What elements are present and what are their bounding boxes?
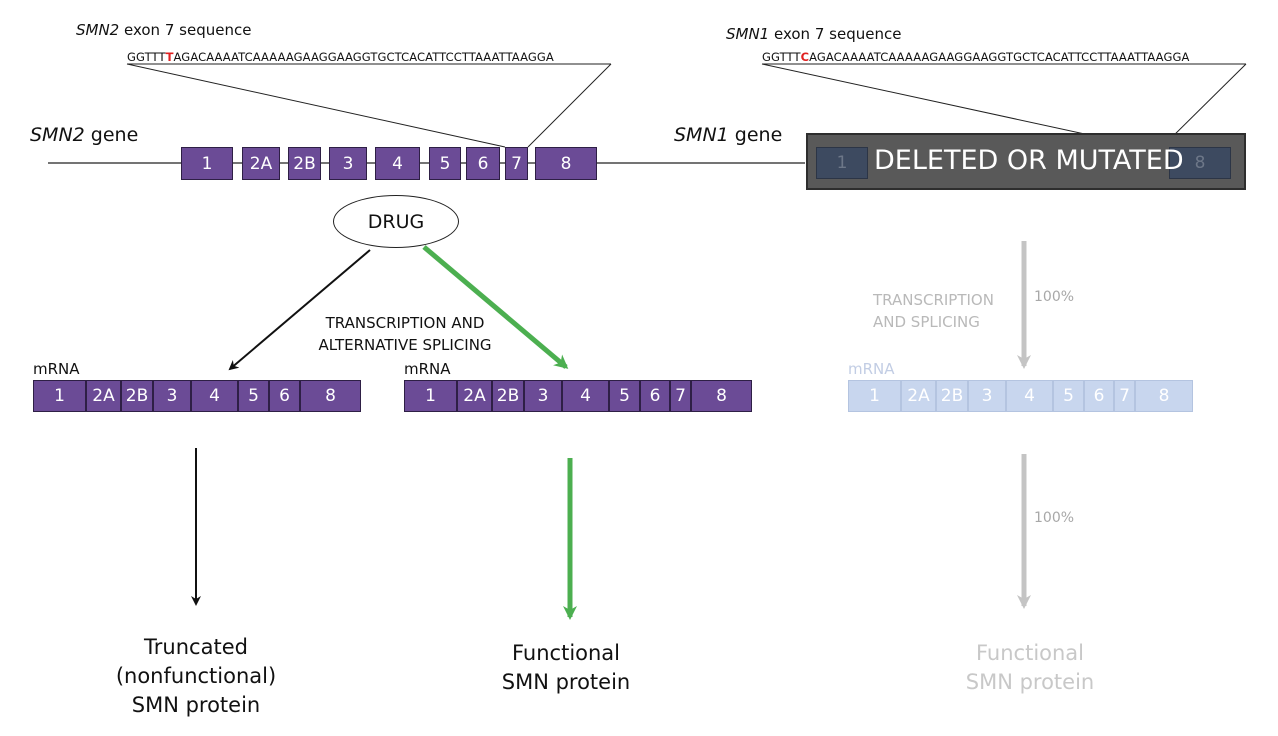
mrna-truncated-exon: 8 [300, 380, 361, 412]
smn2-seq-left-leader [126, 63, 506, 148]
splicing-label-line2: ALTERNATIVE SPLICING [318, 336, 492, 354]
smn2-sequence-title-rest: exon 7 sequence [119, 21, 252, 39]
mrna-smn1-exon: 2A [901, 380, 936, 412]
mrna-full-exon-7: 7 [670, 380, 691, 412]
smn1-sequence-gene: SMN1 [726, 25, 770, 43]
outcome-smn1-line1: Functional [975, 641, 1085, 665]
smn2-exon: 5 [429, 147, 461, 180]
smn2-exon: 8 [535, 147, 597, 180]
mrna-smn1-exon: 2B [936, 380, 968, 412]
smn1-gene-label-rest: gene [728, 124, 783, 146]
mrna-truncated-exon: 5 [238, 380, 269, 412]
smn1-transcription-line2: AND SPLICING [873, 313, 980, 331]
mrna-truncated-exon: 2B [121, 380, 153, 412]
drug-node: DRUG [333, 195, 459, 248]
smn1-transcription-label: TRANSCRIPTION AND SPLICING [873, 289, 994, 333]
mrna-full-exon: 1 [404, 380, 457, 412]
smn2-exon: 2A [242, 147, 280, 180]
smn2-exon: 3 [329, 147, 367, 180]
outcome-truncated-line1: Truncated [144, 635, 248, 659]
smn1-seq-right-leader [1162, 63, 1247, 147]
smn1-sequence: GGTTTCAGACAAAATCAAAAAGAAGGAAGGTGCTCACATT… [762, 50, 1189, 64]
smn1-seq-prefix: GGTTT [762, 50, 801, 64]
smn1-seq-left-leader [761, 63, 1141, 147]
mrna-full-exon: 6 [640, 380, 670, 412]
mrna-smn1-exon: 1 [848, 380, 901, 412]
mrna-truncated-exon: 4 [191, 380, 238, 412]
drug-to-truncated-arrow [228, 249, 371, 371]
mrna-full-exon: 2A [457, 380, 492, 412]
drug-to-functional-arrow [422, 245, 569, 369]
mrna-full-exon: 5 [609, 380, 640, 412]
outcome-functional-line2: SMN protein [501, 670, 631, 694]
outcome-smn1-line2: SMN protein [965, 670, 1095, 694]
smn2-seq-right-leader [527, 63, 612, 148]
smn2-exon: 1 [181, 147, 233, 180]
smn1-seq-suffix: AGACAAAATCAAAAAGAAGGAAGGTGCTCACATTCCTTAA… [809, 50, 1190, 64]
mrna-truncated-exon: 1 [33, 380, 86, 412]
smn2-seq-suffix: AGACAAAATCAAAAAGAAGGAAGGTGCTCACATTCCTTAA… [173, 50, 554, 64]
mrna-truncated-exon: 2A [86, 380, 121, 412]
smn2-exon-7: 7 [505, 147, 528, 180]
smn1-transcription-line1: TRANSCRIPTION [873, 291, 994, 309]
outcome-functional: Functional SMN protein [466, 639, 666, 697]
mrna-truncated-exon: 3 [153, 380, 191, 412]
splicing-label: TRANSCRIPTION AND ALTERNATIVE SPLICING [300, 312, 510, 356]
smn2-seq-mutation: T [165, 50, 174, 64]
smn2-exon: 4 [375, 147, 420, 180]
outcome-truncated-line3: SMN protein [131, 693, 261, 717]
smn1-exon-faded: 8 [1169, 147, 1231, 179]
mrna-truncated-exon: 6 [269, 380, 300, 412]
smn1-exon-faded: 1 [816, 147, 868, 179]
smn1-sequence-title-rest: exon 7 sequence [769, 25, 902, 43]
transcription-percent: 100% [1034, 289, 1075, 305]
mrna-full-exon: 4 [562, 380, 609, 412]
mrna-smn1-exon: 7 [1114, 380, 1135, 412]
mrna-smn1-exon: 8 [1135, 380, 1193, 412]
mrna-smn1-exon: 6 [1084, 380, 1114, 412]
mrna-full-exon: 3 [524, 380, 562, 412]
smn1-seq-mutation: C [800, 50, 810, 64]
smn2-seq-prefix: GGTTT [127, 50, 166, 64]
smn2-sequence-gene: SMN2 [76, 21, 120, 39]
deleted-label: DELETED OR MUTATED [874, 145, 1184, 176]
translation-percent: 100% [1034, 510, 1075, 526]
smn1-sequence-title: SMN1 exon 7 sequence [726, 25, 901, 43]
mrna-truncated-label: mRNA [33, 360, 80, 378]
smn2-gene-label-rest: gene [84, 124, 139, 146]
mrna-smn1-label: mRNA [848, 360, 895, 378]
mrna-full-exon: 8 [691, 380, 752, 412]
outcome-truncated-line2: (nonfunctional) [115, 664, 277, 688]
mrna-full-label: mRNA [404, 360, 451, 378]
mrna-full-exon: 2B [492, 380, 524, 412]
outcome-functional-line1: Functional [511, 641, 621, 665]
mrna-smn1-exon: 5 [1053, 380, 1084, 412]
mrna-smn1-exon: 3 [968, 380, 1006, 412]
mrna-smn1-exon: 4 [1006, 380, 1053, 412]
outcome-smn1: Functional SMN protein [930, 639, 1130, 697]
outcome-truncated: Truncated (nonfunctional) SMN protein [96, 633, 296, 720]
smn2-exon: 2B [288, 147, 321, 180]
smn2-gene-label: SMN2 gene [30, 124, 138, 146]
smn2-sequence: GGTTTTAGACAAAATCAAAAAGAAGGAAGGTGCTCACATT… [127, 50, 554, 64]
smn2-gene-name: SMN2 [30, 124, 85, 146]
smn2-exon: 6 [466, 147, 500, 180]
splicing-label-line1: TRANSCRIPTION AND [325, 314, 485, 332]
smn1-gene-name: SMN1 [674, 124, 729, 146]
smn2-sequence-title: SMN2 exon 7 sequence [76, 21, 251, 39]
smn1-gene-label: SMN1 gene [674, 124, 782, 146]
